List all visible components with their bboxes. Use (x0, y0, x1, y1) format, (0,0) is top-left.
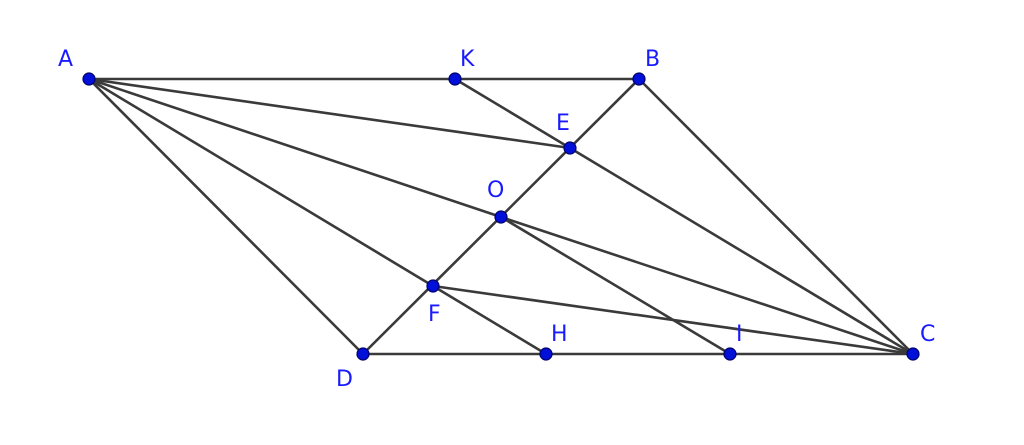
point-label-f: F (428, 302, 441, 327)
segment-ao (87, 77, 503, 219)
segment-da (87, 77, 365, 356)
point-i[interactable] (723, 347, 737, 361)
segment-af (87, 77, 435, 288)
points-group (82, 72, 920, 361)
segment-ke (453, 77, 572, 150)
point-a[interactable] (82, 72, 96, 86)
point-o[interactable] (494, 210, 508, 224)
point-label-o: O (487, 178, 504, 203)
point-h[interactable] (539, 347, 553, 361)
segment-ae (87, 77, 572, 150)
point-label-b: B (645, 47, 660, 72)
point-label-a: A (58, 47, 73, 72)
point-label-e: E (556, 111, 570, 136)
point-label-h: H (551, 322, 568, 347)
point-d[interactable] (356, 347, 370, 361)
point-k[interactable] (448, 72, 462, 86)
point-label-i: I (736, 322, 743, 347)
segment-bc (637, 77, 915, 356)
segment-oi (499, 215, 732, 356)
point-e[interactable] (563, 141, 577, 155)
point-c[interactable] (906, 347, 920, 361)
segment-fh (431, 284, 548, 356)
segment-ec (568, 146, 915, 356)
point-f[interactable] (426, 279, 440, 293)
segment-oc (499, 215, 915, 356)
segment-fc (431, 284, 915, 356)
point-label-k: K (460, 47, 475, 72)
point-label-c: C (920, 322, 935, 347)
point-b[interactable] (632, 72, 646, 86)
labels-group: A K B E O F D H I C (58, 47, 935, 392)
point-label-d: D (336, 367, 353, 392)
